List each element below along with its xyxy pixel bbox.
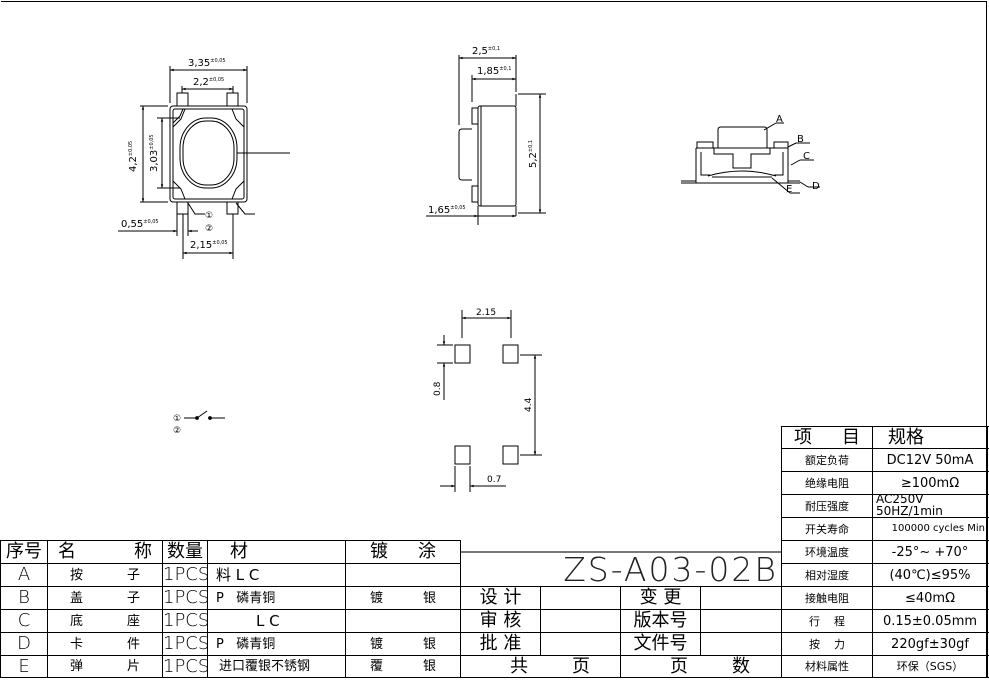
bom-row-material: 料 L C — [216, 565, 260, 584]
revision-label: 变 更 — [639, 587, 682, 608]
dim-pad-pitch-x: 2.15 — [476, 308, 496, 318]
page-number-label: 页数 — [670, 655, 750, 677]
spec-item: 材料属性 — [805, 660, 849, 673]
dim-base-depth: 1,65±0,05 — [428, 205, 466, 216]
bom-row-qty: 1PCS — [163, 655, 210, 677]
spec-item: 环境温度 — [805, 545, 849, 559]
switch-schematic — [184, 410, 225, 420]
bom-header-material: 材 — [230, 541, 248, 562]
dim-pad-width: 0.7 — [487, 475, 501, 485]
schematic-pin-1: ① — [173, 414, 181, 424]
bom-row-name: 卡件 — [70, 636, 140, 652]
dim-pad-pitch-y: 4.4 — [524, 397, 534, 412]
footprint-view — [437, 310, 542, 492]
spec-item: 按 力 — [809, 637, 845, 651]
bom-header-plating: 镀涂 — [370, 541, 436, 562]
bom-row-plating — [346, 564, 460, 586]
part-number: ZS-A03-02B — [563, 550, 778, 589]
bom-row-material: P 磷青铜 — [216, 636, 276, 652]
bom-row-material: 进口覆银不锈钢 — [219, 659, 311, 674]
bom-row-material: L C — [256, 611, 280, 630]
spec-item: 开关寿命 — [805, 522, 849, 536]
spec-value: -25°~ +70° — [891, 544, 969, 560]
dim-pin-pitch: 2,15±0,05 — [190, 240, 228, 251]
dim-overall-width: 3,35±0,05 — [188, 58, 226, 69]
spec-header-spec: 规格 — [888, 426, 924, 448]
callout-b: B — [797, 134, 804, 145]
designer-label: 设 计 — [479, 587, 522, 608]
bom-row-qty: 1PCS — [163, 564, 210, 585]
spec-item: 行 程 — [809, 614, 845, 628]
reviewer-label: 审 核 — [479, 610, 522, 631]
dim-overall-height: 4,2±0,05 — [128, 141, 139, 172]
dim-inner-height: 3,03±0,05 — [149, 134, 160, 172]
bom-row-plating — [346, 610, 460, 632]
bom-row-name: 弹片 — [70, 659, 140, 674]
pin-2-label: ② — [205, 224, 213, 234]
side-view — [426, 55, 546, 225]
dim-length: 5,2±0,1 — [528, 140, 539, 168]
spec-value: 100000 cycles Min — [891, 523, 985, 534]
bom-row-index: B — [18, 587, 30, 608]
bom-row-index: A — [17, 564, 31, 585]
section-view — [681, 122, 820, 194]
bom-row-name: 盖子 — [70, 590, 140, 606]
dim-pad-height: 0.8 — [433, 381, 443, 396]
bom-row-name: 按子 — [70, 567, 140, 583]
bom-row-plating: 镀银 — [370, 636, 436, 652]
approver-label: 批 准 — [479, 633, 522, 654]
spec-value: ≤40mΩ — [904, 590, 956, 606]
bom-row-index: E — [18, 655, 30, 677]
total-pages-label: 共页 — [510, 655, 590, 677]
bom-row-qty: 1PCS — [163, 587, 210, 608]
top-view — [118, 66, 290, 259]
dim-inner-width: 2,2±0,05 — [193, 77, 224, 88]
spec-value: 220gf±30gf — [891, 636, 969, 652]
spec-value: ≥100mΩ — [900, 475, 960, 491]
callout-c: C — [803, 151, 810, 162]
bom-row-plating: 镀银 — [370, 590, 436, 606]
callout-d: D — [812, 181, 820, 192]
spec-value: 环保（SGS） — [896, 660, 964, 673]
bom-row-qty: 1PCS — [163, 610, 210, 631]
spec-item: 相对湿度 — [805, 568, 849, 582]
spec-item: 额定负荷 — [805, 453, 849, 467]
spec-value: AC250V 50HZ/1min — [876, 492, 943, 518]
bom-row-index: D — [17, 633, 31, 654]
spec-item: 耐压强度 — [805, 499, 849, 513]
document-number-label: 文件号 — [633, 633, 688, 654]
bom-header-name: 名称 — [58, 541, 152, 562]
bom-header-index: 序号 — [6, 541, 42, 562]
spec-item: 接触电阻 — [805, 591, 849, 605]
pin-1-label: ① — [205, 211, 213, 221]
dim-total-depth: 2,5±0,1 — [472, 46, 500, 57]
bom-row-material: P 磷青铜 — [216, 590, 276, 606]
dim-body-depth: 1,85±0,1 — [477, 66, 511, 77]
spec-value: 0.15±0.05mm — [882, 613, 978, 629]
spec-value: (40℃)≤95% — [889, 567, 971, 583]
callout-a: A — [776, 114, 783, 125]
spec-value: DC12V 50mA — [886, 452, 974, 468]
dim-pin-width: 0,55±0,05 — [121, 219, 159, 230]
schematic-pin-2: ② — [173, 426, 181, 436]
bom-row-index: C — [17, 610, 31, 631]
bom-row-qty: 1PCS — [163, 633, 210, 654]
version-label: 版本号 — [633, 610, 688, 631]
bom-row-name: 底座 — [70, 613, 140, 629]
bom-row-plating: 覆银 — [370, 659, 436, 674]
spec-item: 绝缘电阻 — [805, 476, 849, 490]
spec-header-item: 项目 — [794, 426, 860, 448]
bom-header-qty: 数量 — [167, 541, 203, 562]
callout-e: E — [786, 184, 792, 195]
